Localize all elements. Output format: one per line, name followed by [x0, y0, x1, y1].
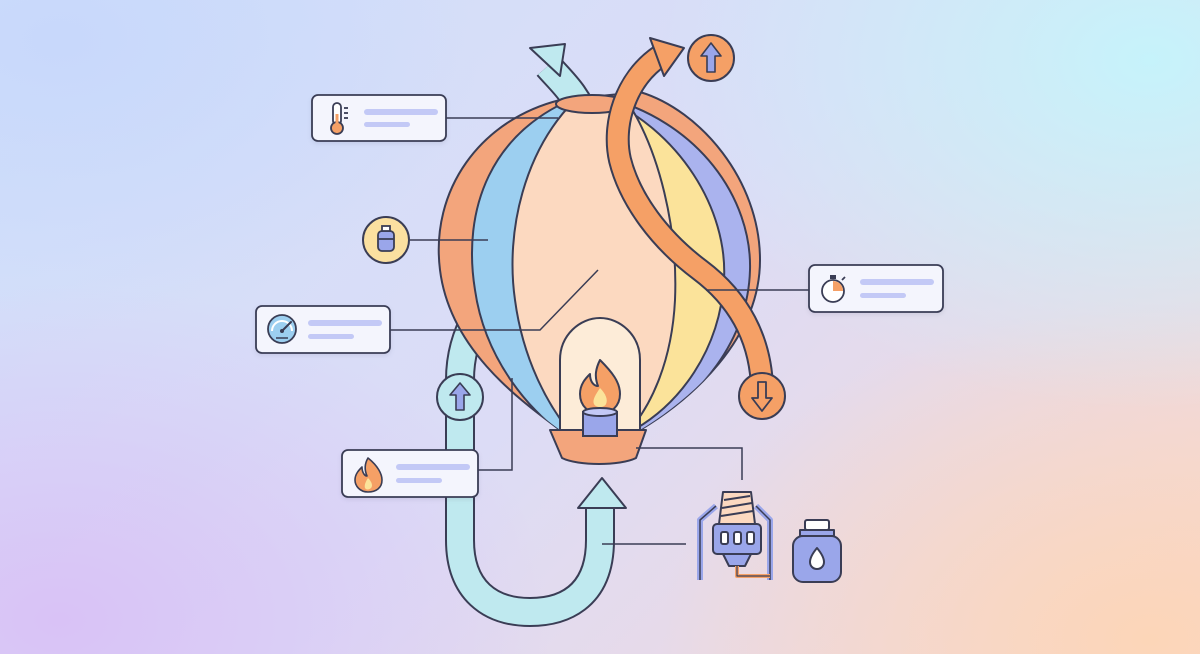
timer-card[interactable] — [808, 264, 944, 313]
card-placeholder-line — [364, 122, 410, 127]
card-placeholder-line — [308, 334, 354, 339]
arrow-up-icon — [449, 382, 471, 411]
propane-tank-icon — [377, 225, 395, 252]
thermometer-icon — [330, 102, 348, 135]
hot-air-arrowhead — [649, 37, 685, 77]
balloon-envelope — [437, 90, 762, 465]
balloon-skirt — [549, 429, 647, 465]
arrow-up-icon — [700, 42, 722, 73]
arrow-down-icon — [751, 381, 773, 412]
fuel-cylinder-icon[interactable] — [792, 519, 842, 583]
connector-lines — [390, 117, 810, 545]
card-placeholder-line — [364, 109, 438, 115]
propane-tank-badge[interactable] — [362, 216, 410, 264]
flame-icon — [354, 457, 383, 493]
airflow-arrowhead-bottom — [577, 477, 627, 509]
stopwatch-icon — [821, 275, 846, 303]
hot-air-flow-path — [605, 37, 774, 387]
temperature-card[interactable] — [311, 94, 447, 142]
card-placeholder-line — [396, 478, 442, 483]
card-placeholder-line — [308, 320, 382, 326]
rising-air-indicator[interactable] — [436, 373, 484, 421]
burner-flame — [579, 359, 621, 415]
burner-assembly-icon[interactable] — [697, 491, 773, 580]
pressure-card[interactable] — [255, 305, 391, 354]
card-placeholder-line — [860, 293, 906, 298]
burner-canister — [582, 407, 618, 437]
card-placeholder-line — [396, 464, 470, 470]
pressure-gauge-icon — [267, 314, 297, 344]
airflow-arrowhead-top — [529, 43, 566, 77]
heat-card[interactable] — [341, 449, 479, 498]
ascent-indicator[interactable] — [687, 34, 735, 82]
descent-indicator[interactable] — [738, 372, 786, 420]
card-placeholder-line — [860, 279, 934, 285]
